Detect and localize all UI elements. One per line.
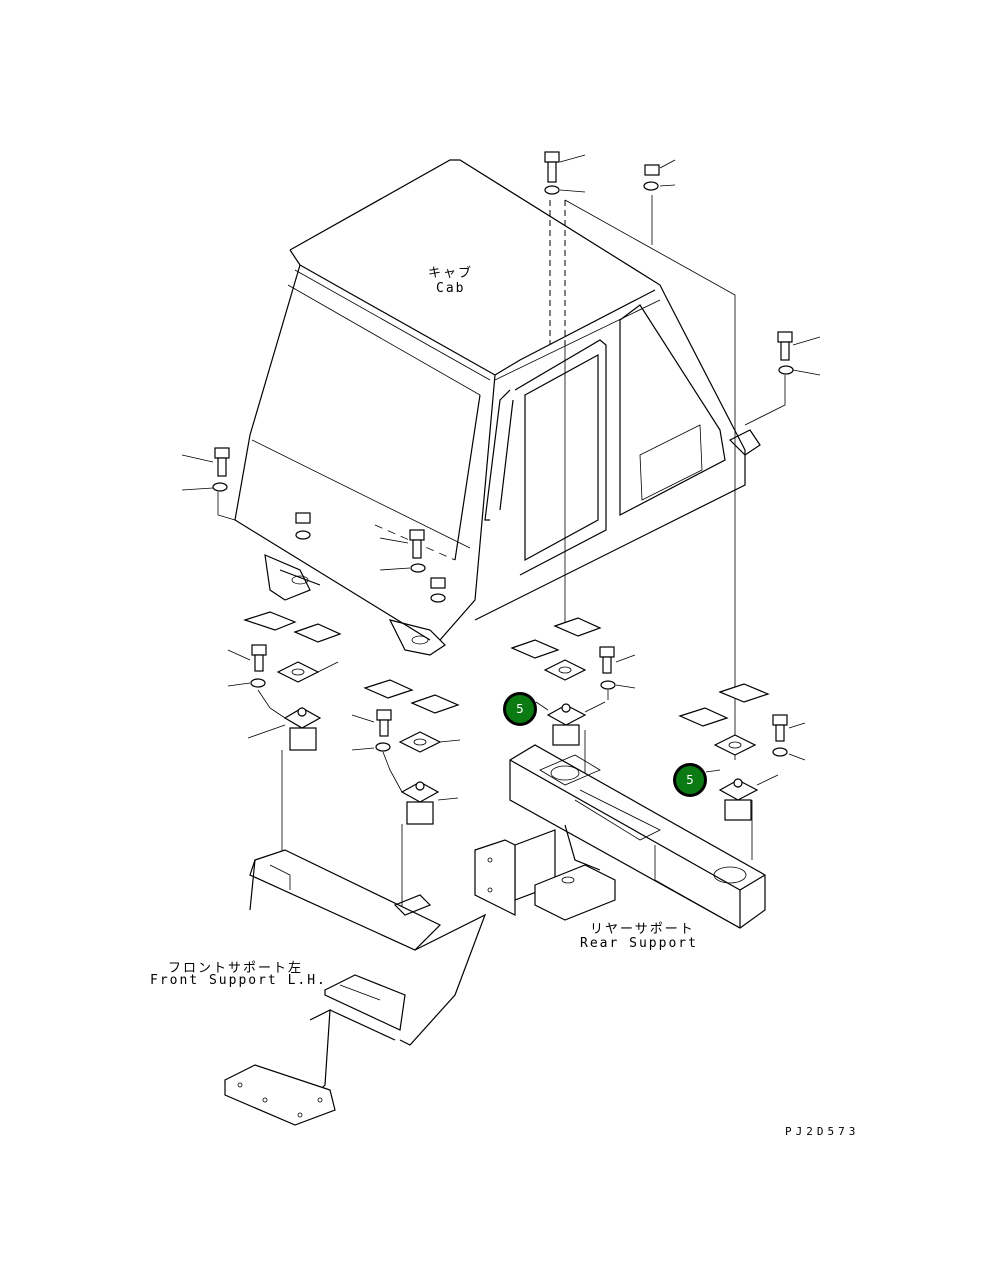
rear-support-label-en: Rear Support [580,936,698,951]
callout-5[interactable]: 5 [503,692,537,726]
fasteners [181,151,821,761]
callout-5[interactable]: 5 [673,763,707,797]
cab-label-en: Cab [436,281,466,296]
drawing-code: PJ2D573 [785,1125,860,1138]
callout-leaders [535,701,721,773]
shims [243,611,770,727]
cab-guide-lines [217,195,786,760]
mounts [247,659,779,825]
rear-support [474,744,766,929]
rear-support-label-jp: リヤーサポート [590,922,695,937]
front-support-label-en: Front Support L.H. [150,973,327,988]
front-support-label-jp: フロントサポート左 [168,961,304,976]
front-support-lh [224,849,487,1126]
cab [234,159,761,656]
mount-guide-lines [257,689,753,910]
cab-label-jp: キャブ [428,266,474,281]
